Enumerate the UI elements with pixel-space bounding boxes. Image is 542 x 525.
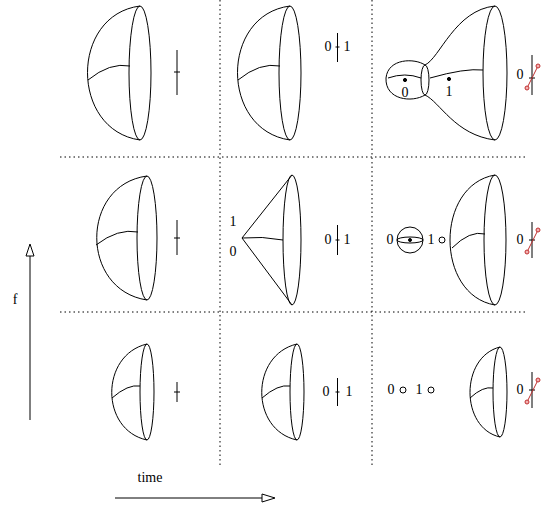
critical-point-index: 1 (346, 385, 353, 399)
axis-label: f (13, 293, 18, 307)
critical-point-index: 0 (325, 233, 332, 247)
critical-point-index: 0 (230, 245, 237, 259)
axis-label: time (138, 471, 163, 485)
critical-point-index: 0 (517, 233, 524, 247)
grid-lines (60, 0, 525, 465)
critical-point-index: 0 (323, 385, 330, 399)
critical-point-index: 1 (230, 215, 237, 229)
critical-point-index: 1 (344, 40, 351, 54)
critical-point-index: 1 (344, 233, 351, 247)
critical-point-index: 0 (517, 383, 524, 397)
critical-point-index: 1 (428, 233, 435, 247)
critical-point-index: 1 (446, 85, 453, 99)
critical-point-index: 0 (517, 68, 524, 82)
critical-point-index: 0 (402, 86, 409, 100)
critical-point-index: 0 (325, 40, 332, 54)
critical-point-index: 0 (387, 233, 394, 247)
critical-point-index: 1 (416, 383, 423, 397)
critical-point-index: 0 (388, 383, 395, 397)
